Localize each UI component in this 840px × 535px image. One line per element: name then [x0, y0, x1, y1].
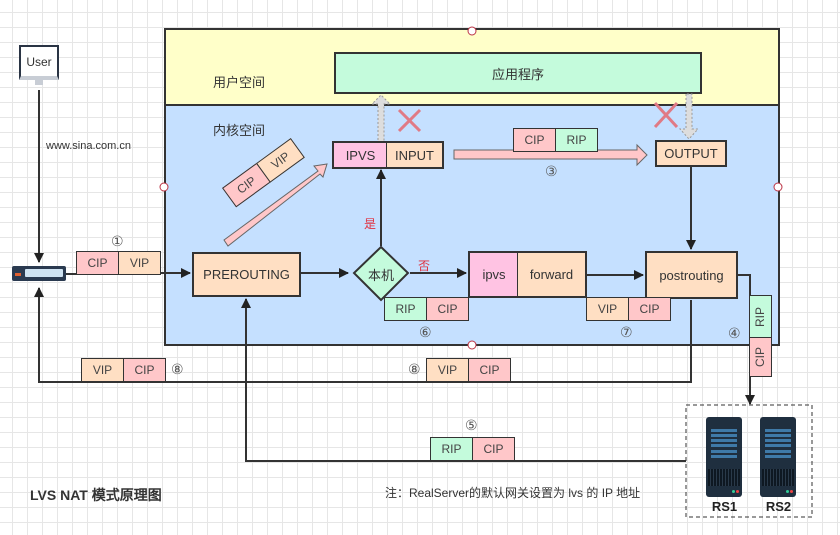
step-7-number: ⑦ — [620, 324, 633, 340]
step-8-number: ⑧ — [171, 361, 184, 377]
monitor-icon: User — [19, 45, 59, 80]
server-icon — [706, 417, 742, 497]
footnote: 注：RealServer的默认网关设置为 lvs 的 IP 地址 — [385, 486, 641, 500]
postrouting-to-switch-line — [34, 287, 692, 383]
forward-chain: forward — [517, 251, 587, 298]
step-6-packet-src: RIP — [384, 297, 427, 321]
user-monitor: User — [19, 45, 59, 90]
step-8-number-b: ⑧ — [408, 361, 421, 377]
step-3-packet-src: CIP — [513, 128, 556, 152]
step-7-packet-dst: CIP — [628, 297, 671, 321]
step-1-packet-src: CIP — [76, 251, 119, 275]
user-label: User — [26, 54, 52, 69]
step-4-packet: RIP CIP — [749, 295, 774, 377]
step-7-packet-src: VIP — [586, 297, 629, 321]
x-icon — [653, 101, 679, 129]
step3-arrow — [453, 143, 648, 167]
local-decision-diamond — [352, 245, 410, 302]
step-8-packet-src: VIP — [81, 358, 124, 382]
kernel-space-label: 内核空间 — [213, 123, 266, 138]
step-8-packet-dst: CIP — [123, 358, 166, 382]
ipvs-forward-hook: ipvs — [468, 251, 519, 298]
postrouting-chain: postrouting — [645, 251, 738, 299]
no-label: 否 — [418, 259, 431, 273]
step-4-number: ④ — [728, 325, 741, 341]
rs1-label: RS1 — [711, 499, 738, 514]
x-icon — [397, 108, 422, 133]
step-6-number: ⑥ — [419, 324, 432, 340]
blocked-down-arrow — [678, 93, 700, 140]
step-1-packet-dst: VIP — [118, 251, 161, 275]
prerouting-chain: PREROUTING — [192, 252, 301, 297]
step-3-packet-dst: RIP — [555, 128, 598, 152]
step2-arrow — [223, 163, 328, 247]
step-4-packet-src: RIP — [749, 295, 772, 338]
step-6-packet-dst: CIP — [426, 297, 469, 321]
real-server-1: RS1 — [706, 417, 743, 514]
local-decision-label: 本机 — [368, 268, 395, 283]
url-label: www.sina.com.cn — [46, 140, 131, 152]
yes-label: 是 — [364, 217, 377, 231]
diagram-title: LVS NAT 模式原理图 — [30, 487, 162, 503]
step-3-number: ③ — [545, 163, 558, 179]
user-space-label: 用户空间 — [213, 75, 266, 90]
real-servers-group — [685, 404, 813, 518]
step-5-packet-dst: CIP — [472, 437, 515, 461]
ipvs-input-hook: IPVS — [332, 141, 388, 169]
rs2-label: RS2 — [765, 499, 792, 514]
step-8b-packet-src: VIP — [426, 358, 469, 382]
real-server-2: RS2 — [760, 417, 797, 514]
output-chain: OUTPUT — [655, 140, 727, 167]
blocked-up-arrow — [370, 94, 392, 145]
step-8b-packet-dst: CIP — [468, 358, 511, 382]
step-5-number: ⑤ — [465, 417, 478, 433]
step-5-packet-src: RIP — [430, 437, 473, 461]
server-icon — [760, 417, 796, 497]
application-box: 应用程序 — [334, 52, 702, 94]
step-1-number: ① — [111, 233, 124, 249]
network-switch-icon — [12, 266, 66, 281]
servers-to-prerouting-line — [241, 298, 686, 462]
input-chain: INPUT — [386, 141, 444, 169]
step-4-packet-dst: CIP — [749, 337, 772, 377]
